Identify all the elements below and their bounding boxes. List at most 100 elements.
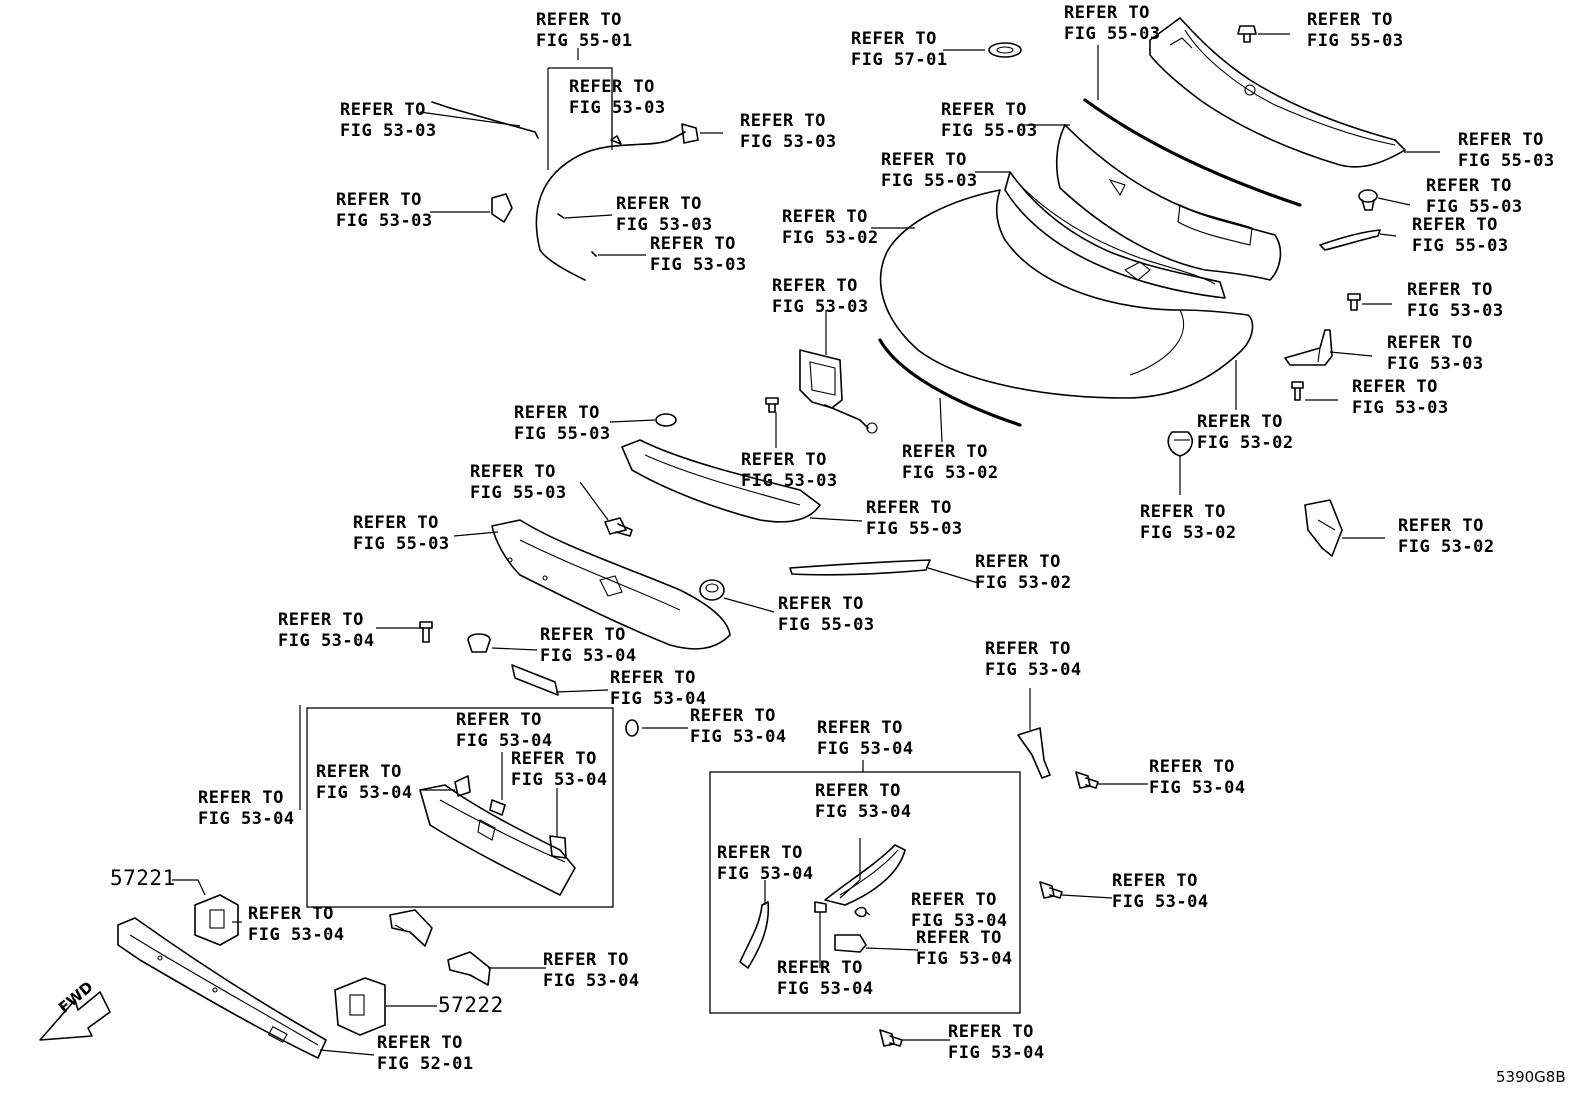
bolt-left: [419, 621, 433, 643]
hood-inner-frame: [1004, 171, 1226, 299]
bracket-lower-2: [447, 951, 491, 986]
fwd-arrow-icon: [39, 991, 111, 1041]
hood-lock: [799, 349, 878, 434]
bracket-inset-5: [834, 934, 867, 953]
bracket-inset-4: [814, 901, 827, 913]
inset-box-left: [306, 707, 614, 908]
bracket-left: [511, 664, 559, 696]
bracket-inset-1: [454, 775, 471, 797]
hose-connector: [491, 193, 513, 223]
radiator-side-support-lower: [739, 901, 770, 969]
hood-panel: [879, 189, 1254, 399]
bolt-center: [604, 517, 633, 537]
lock-bolt: [765, 397, 779, 413]
part-57221-bracket: [194, 894, 239, 946]
part-number-57221: 57221: [110, 866, 176, 890]
clip-center: [699, 579, 725, 601]
nut-center: [625, 719, 639, 737]
hood-reinforcement-panel: [1055, 124, 1282, 281]
clip-inset: [854, 906, 867, 918]
bolt-right-1: [1347, 293, 1361, 311]
bracket-inset-2: [489, 799, 506, 816]
bracket-inset-3: [549, 835, 567, 859]
screw-upper-right: [1237, 25, 1257, 43]
part-57222-bracket: [334, 977, 386, 1036]
hood-front-seal: [878, 338, 1022, 427]
radiator-side-support-upper: [824, 844, 906, 906]
hood-hinge-right: [1284, 329, 1333, 366]
leader-lines: [172, 33, 1440, 1056]
clip-right: [1358, 189, 1378, 211]
bolt-right-4: [1039, 881, 1063, 899]
front-bumper-reinforcement: [117, 917, 327, 1059]
clip-left: [467, 633, 491, 653]
grommet-top: [988, 42, 1022, 58]
cowl-inner-panel: [491, 519, 731, 650]
bolt-right-3: [1075, 771, 1099, 789]
side-bracket-right: [1017, 727, 1051, 779]
seal-strip-right: [1319, 229, 1381, 251]
cowl-weatherstrip: [1083, 98, 1302, 207]
bracket-lower-1: [389, 909, 433, 947]
washer-hose: [535, 123, 699, 281]
radiator-support-cover: [621, 439, 821, 523]
inset-box-right: [709, 771, 1021, 1014]
cowl-top-panel: [1149, 17, 1406, 168]
part-number-57222: 57222: [438, 993, 504, 1017]
bolt-bottom: [879, 1029, 903, 1047]
bolt-right-2: [1291, 381, 1304, 401]
front-seal-strip: [789, 559, 931, 576]
